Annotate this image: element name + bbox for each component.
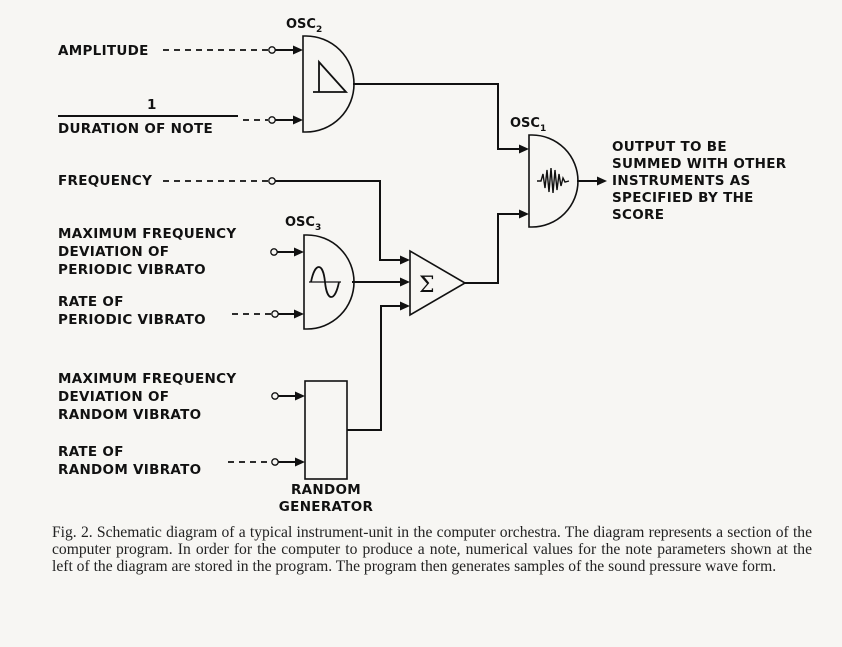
- osc2-label: OSC2: [286, 17, 322, 35]
- osc1-label: OSC1: [510, 116, 546, 134]
- figure-caption: Fig. 2. Schematic diagram of a typical i…: [52, 524, 812, 575]
- terminal-max-freq-random: [271, 392, 279, 400]
- label-max-freq-periodic-3: PERIODIC VIBRATO: [58, 262, 206, 278]
- osc2-block: [302, 35, 355, 133]
- terminal-rate-periodic: [271, 310, 279, 318]
- output-text-3: INSTRUMENTS AS: [612, 173, 751, 189]
- random-generator-label-1: RANDOM: [291, 482, 361, 498]
- label-rate-periodic-1: RATE OF: [58, 294, 124, 310]
- osc3-label: OSC3: [285, 215, 321, 233]
- random-generator-block: [304, 380, 348, 480]
- osc2-to-osc1-line: [353, 83, 522, 150]
- label-amplitude: AMPLITUDE: [58, 43, 149, 59]
- instrument-unit-diagram: AMPLITUDE 1 DURATION OF NOTE FREQUENCY M…: [58, 17, 787, 515]
- terminal-max-freq-periodic: [270, 248, 278, 256]
- arrow-amplitude: [293, 45, 303, 55]
- label-rate-periodic-2: PERIODIC VIBRATO: [58, 312, 206, 328]
- label-max-freq-periodic-1: MAXIMUM FREQUENCY: [58, 226, 236, 242]
- label-max-freq-random-3: RANDOM VIBRATO: [58, 407, 201, 423]
- label-max-freq-random-2: DEVIATION OF: [58, 389, 169, 405]
- random-generator-label-2: GENERATOR: [279, 499, 374, 515]
- arrow-duration: [293, 115, 303, 125]
- arrow-osc3-to-sum: [400, 277, 410, 287]
- arrow-sum-to-osc1: [519, 209, 529, 219]
- output-text-5: SCORE: [612, 207, 664, 223]
- label-rate-random-1: RATE OF: [58, 444, 124, 460]
- terminal-duration: [268, 116, 276, 124]
- arrow-rate-random: [295, 457, 305, 467]
- label-frequency: FREQUENCY: [58, 173, 152, 189]
- sine-wave-icon: [309, 266, 341, 298]
- label-rate-random-2: RANDOM VIBRATO: [58, 462, 201, 478]
- output-text-1: OUTPUT TO BE: [612, 139, 727, 155]
- label-max-freq-random-1: MAXIMUM FREQUENCY: [58, 371, 236, 387]
- sum-to-osc1-line: [465, 213, 522, 284]
- arrow-random-to-sum: [400, 301, 410, 311]
- random-to-sum-line: [347, 305, 403, 431]
- terminal-amplitude: [268, 46, 276, 54]
- label-max-freq-periodic-2: DEVIATION OF: [58, 244, 169, 260]
- arrow-rate-periodic: [294, 309, 304, 319]
- complex-waveform-icon: [537, 167, 570, 194]
- arrow-osc2-to-osc1: [519, 144, 529, 154]
- arrow-max-freq-random: [295, 391, 305, 401]
- arrow-frequency: [400, 255, 410, 265]
- sigma-symbol: Σ: [419, 273, 435, 298]
- output-text-2: SUMMED WITH OTHER: [612, 156, 787, 172]
- sum-block: [409, 249, 467, 317]
- envelope-icon: [313, 59, 349, 93]
- terminal-rate-random: [271, 458, 279, 466]
- arrow-output: [597, 176, 607, 186]
- label-one: 1: [147, 97, 157, 113]
- terminal-frequency: [268, 177, 276, 185]
- output-text-4: SPECIFIED BY THE: [612, 190, 754, 206]
- arrow-max-freq-periodic: [294, 247, 304, 257]
- label-duration: DURATION OF NOTE: [58, 121, 213, 137]
